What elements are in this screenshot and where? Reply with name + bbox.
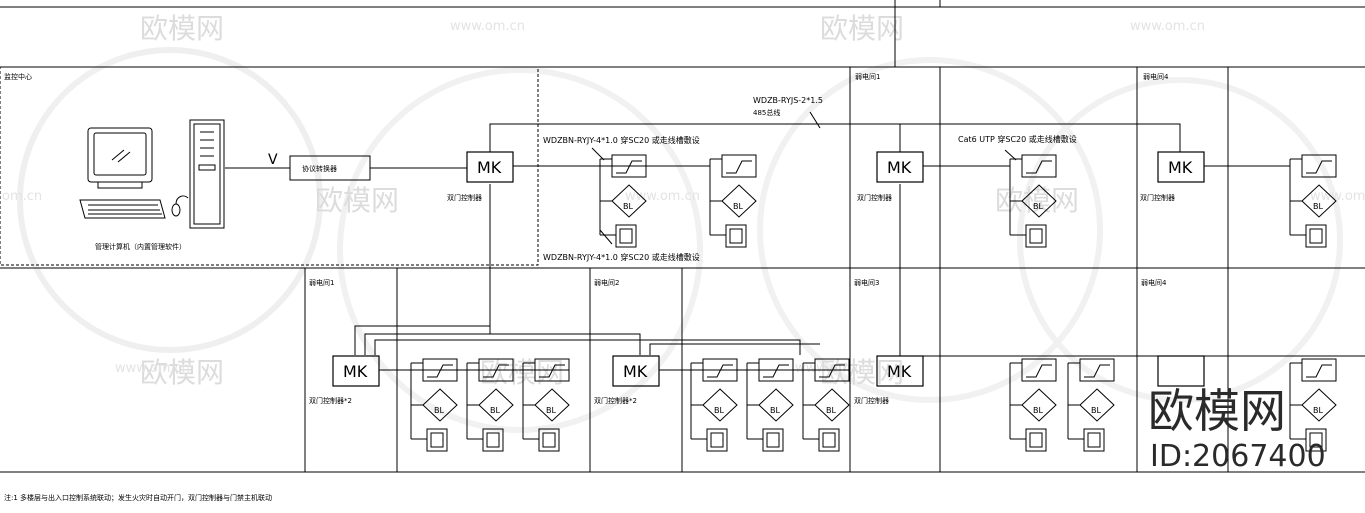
- footnote: 注:1 多楼层与出入口控制系统联动；发生火灾时自动开门，双门控制器与门禁主机联动: [4, 493, 272, 502]
- door-ctrl-label-bottom-3: 双门控制器: [854, 396, 889, 405]
- cable-main-label-2: 485总线: [753, 108, 780, 117]
- watermark-url-3: www.om.cn: [115, 361, 190, 376]
- brand-overlay: 欧模网 ID:2067400: [1148, 384, 1326, 474]
- door-unit-bottom-7: BL: [1009, 358, 1057, 452]
- watermark-url-2: www.om.cn: [1130, 19, 1205, 34]
- room-label-top-1: 弱电间1: [855, 72, 880, 81]
- bl-label: BL: [1313, 202, 1323, 211]
- watermark-url-6: www.om.cn: [1310, 189, 1365, 204]
- room-label-4: 弱电间4: [1141, 278, 1167, 287]
- door-unit-top-3: BL: [1009, 154, 1057, 248]
- cable-main-label: WDZB-RYJS-2*1.5: [753, 96, 823, 105]
- watermark-url-5: www.om.cn: [625, 189, 700, 204]
- bl-label: BL: [1091, 406, 1101, 415]
- door-unit-bottom-4: BL: [690, 358, 738, 452]
- door-unit-top-2: BL: [709, 154, 757, 248]
- watermark-cn-7: 欧模网: [820, 356, 904, 389]
- brand-id: ID:2067400: [1150, 439, 1326, 474]
- door-unit-bottom-9: BL: [1289, 358, 1337, 452]
- bl-label: BL: [1033, 202, 1043, 211]
- mk-label: MK: [1168, 158, 1193, 177]
- door-unit-bottom-1: BL: [410, 358, 458, 452]
- mk-controller-bottom-2: MK: [612, 355, 660, 387]
- bl-label: BL: [434, 406, 444, 415]
- watermark-cn-6: 欧模网: [480, 356, 564, 389]
- watermark-layer: 欧模网 欧模网 欧模网 欧模网 欧模网 欧模网 欧模网 www.om.cn ww…: [2, 12, 1365, 433]
- cable-cat6-label: Cat6 UTP 穿SC20 或走线槽敷设: [958, 134, 1077, 144]
- room-label-1: 弱电间1: [309, 278, 334, 287]
- mk-controller-bottom-1: MK: [332, 355, 380, 387]
- door-unit-bottom-5: BL: [746, 358, 794, 452]
- watermark-cn-2: 欧模网: [820, 12, 904, 45]
- door-unit-bottom-8: BL: [1067, 358, 1115, 452]
- mk-label: MK: [477, 158, 502, 177]
- room-label-control: 监控中心: [4, 72, 32, 81]
- door-unit-top-4: BL: [1289, 154, 1337, 248]
- bl-label: BL: [770, 406, 780, 415]
- watermark-url-7: om.cn: [2, 189, 42, 204]
- mk-label: MK: [887, 362, 912, 381]
- computer-label: 管理计算机（内置管理软件）: [95, 242, 186, 251]
- watermark-url-4: www.om.cn: [795, 361, 870, 376]
- door-ctrl-label-top-2: 双门控制器: [857, 193, 892, 202]
- cable-b-label: WDZBN-RYJY-4*1.0 穿SC20 或走线槽敷设: [543, 252, 700, 262]
- watermark-cn-3: 欧模网: [315, 184, 399, 217]
- mk-label: MK: [343, 362, 368, 381]
- mk-label: MK: [623, 362, 648, 381]
- door-unit-top-1: BL: [599, 154, 647, 248]
- watermark-url-1: www.om.cn: [450, 19, 525, 34]
- door-unit-bottom-3: BL: [522, 358, 570, 452]
- watermark-cn-4: 欧模网: [995, 184, 1079, 217]
- protocol-converter-label: 协议转换器: [302, 164, 337, 173]
- watermark-cn-1: 欧模网: [140, 12, 224, 45]
- door-ctrl-label-bottom-2: 双门控制器*2: [594, 396, 637, 405]
- mk-controller-top-2: MK: [876, 151, 924, 183]
- bl-label: BL: [826, 406, 836, 415]
- door-ctrl-label-top-1: 双门控制器: [447, 193, 482, 202]
- mk-controller-top-3: MK: [1157, 151, 1205, 183]
- door-unit-bottom-2: BL: [466, 358, 514, 452]
- mk-controller-bottom-4: [1157, 355, 1205, 387]
- door-ctrl-label-bottom-1: 双门控制器*2: [309, 396, 352, 405]
- bl-label: BL: [714, 406, 724, 415]
- computer-icon: [79, 119, 225, 229]
- bl-label: BL: [490, 406, 500, 415]
- door-unit-bottom-6: BL: [802, 358, 850, 452]
- door-ctrl-label-top-3: 双门控制器: [1140, 193, 1175, 202]
- bl-label: BL: [733, 202, 743, 211]
- bl-label: BL: [546, 406, 556, 415]
- brand-name: 欧模网: [1148, 384, 1286, 438]
- room-label-3: 弱电间3: [854, 278, 879, 287]
- watermark-cn-5: 欧模网: [140, 356, 224, 389]
- mk-controller-bottom-3: MK: [876, 355, 924, 387]
- bl-label: BL: [1033, 406, 1043, 415]
- mk-label: MK: [887, 158, 912, 177]
- room-label-2: 弱电间2: [594, 278, 619, 287]
- cable-a-label: WDZBN-RYJY-4*1.0 穿SC20 或走线槽敷设: [543, 135, 700, 145]
- v-label: V: [268, 152, 278, 168]
- room-label-top-4: 弱电间4: [1143, 72, 1169, 81]
- bl-label: BL: [1313, 406, 1323, 415]
- mk-controller-top-1: MK: [466, 151, 514, 183]
- bl-label: BL: [623, 202, 633, 211]
